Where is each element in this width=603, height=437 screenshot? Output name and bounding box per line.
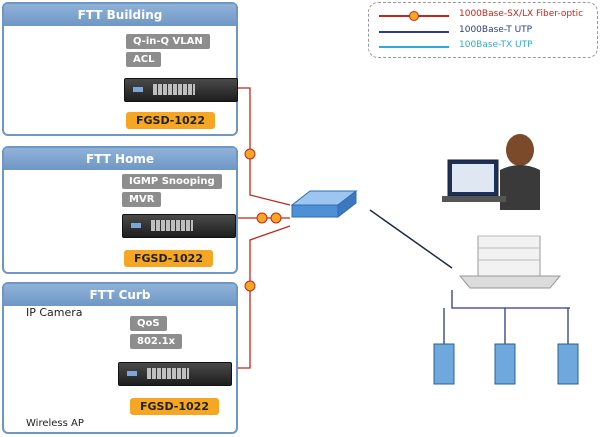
- wireless-ap-label: Wireless AP: [26, 418, 84, 429]
- server-bus: [451, 290, 570, 309]
- legend-label: 100Base-TX UTP: [459, 40, 533, 50]
- building-panel: FTT Building Q-in-Q VLAN ACL FGSD-1022: [2, 2, 238, 136]
- fiber-link-curb: [237, 225, 291, 369]
- panel-title: FTT Building: [4, 4, 236, 26]
- utp-tx-line-icon: [379, 46, 449, 48]
- home-panel: FTT Home IGMP Snooping MVR FGSD-1022: [2, 146, 238, 274]
- fiber-marker-icon: [409, 11, 419, 21]
- server-icon: [433, 343, 579, 385]
- fiber-link-building: [237, 87, 291, 206]
- switch-icon: [124, 78, 238, 102]
- model-label: FGSD-1022: [126, 112, 215, 129]
- feature-tag: Q-in-Q VLAN: [126, 34, 210, 49]
- operator-icon: [442, 134, 540, 210]
- feature-tag: QoS: [130, 316, 167, 331]
- ip-badge-label: IP: [24, 340, 34, 349]
- model-label: FGSD-1022: [130, 398, 219, 415]
- legend-box: 1000Base-SX/LX Fiber-optic 1000Base-T UT…: [368, 2, 598, 58]
- core-switch-icon: [290, 189, 358, 219]
- utp-t-line-icon: [379, 31, 449, 33]
- feature-tag: IGMP Snooping: [122, 174, 222, 189]
- feature-tag: MVR: [122, 192, 162, 207]
- panel-title: FTT Home: [4, 148, 236, 170]
- fiber-marker-icon: [244, 148, 282, 292]
- core-switch-label: Core Switch: [284, 242, 372, 257]
- ip-camera-label: IP Camera: [26, 306, 83, 319]
- feature-tag: 802.1x: [130, 334, 183, 349]
- model-label: FGSD-1022: [124, 250, 213, 267]
- panel-title: FTT Curb: [4, 284, 236, 306]
- core-isp-link: [369, 209, 453, 269]
- switch-icon: [122, 214, 236, 238]
- feature-tag: ACL: [126, 52, 162, 67]
- switch-icon: [118, 362, 232, 386]
- legend-label: 1000Base-SX/LX Fiber-optic: [459, 9, 584, 19]
- curb-panel: FTT Curb IP Camera QoS 802.1x FGSD-1022 …: [2, 282, 238, 434]
- legend-label: 1000Base-T UTP: [459, 25, 533, 35]
- central-building-icon: [458, 235, 562, 289]
